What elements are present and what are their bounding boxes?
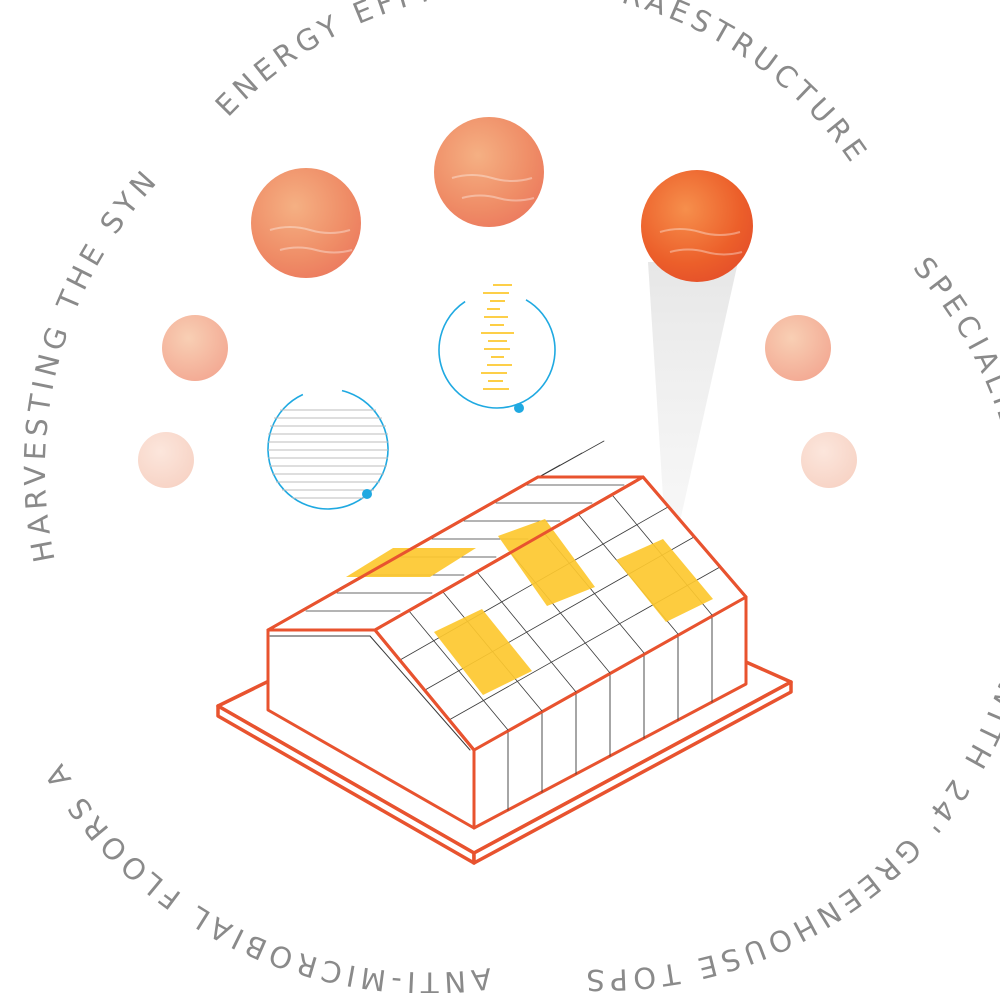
roof-light-panels xyxy=(346,519,713,695)
sun-position-icon xyxy=(801,432,857,488)
sun-path xyxy=(138,117,857,488)
roof-panel xyxy=(434,609,532,695)
roof-panel xyxy=(616,539,713,622)
label-harvesting: HARVESTING THE SYN xyxy=(18,161,166,565)
light-beam xyxy=(648,262,738,575)
wall-grid xyxy=(507,615,713,811)
sun-position-icon xyxy=(765,315,831,381)
roof-panel xyxy=(498,519,595,606)
roof-panel xyxy=(346,548,476,577)
light-spectrum-dial-icon xyxy=(438,284,556,413)
sun-position-icon xyxy=(434,117,544,227)
sun-position-icon xyxy=(641,170,753,282)
sun-position-icon xyxy=(162,315,228,381)
sun-position-icon xyxy=(251,168,361,278)
greenhouse-building-icon xyxy=(216,440,793,865)
light-intensity-dial-icon xyxy=(267,388,389,510)
sun-position-icon xyxy=(138,432,194,488)
label-energy-efficient: ENERGY EFFICIENT INFRAESTRUCTURE xyxy=(209,0,877,171)
label-anti-microbial: ANTI-MICROBIAL FLOORS AND WALLS xyxy=(0,0,493,993)
